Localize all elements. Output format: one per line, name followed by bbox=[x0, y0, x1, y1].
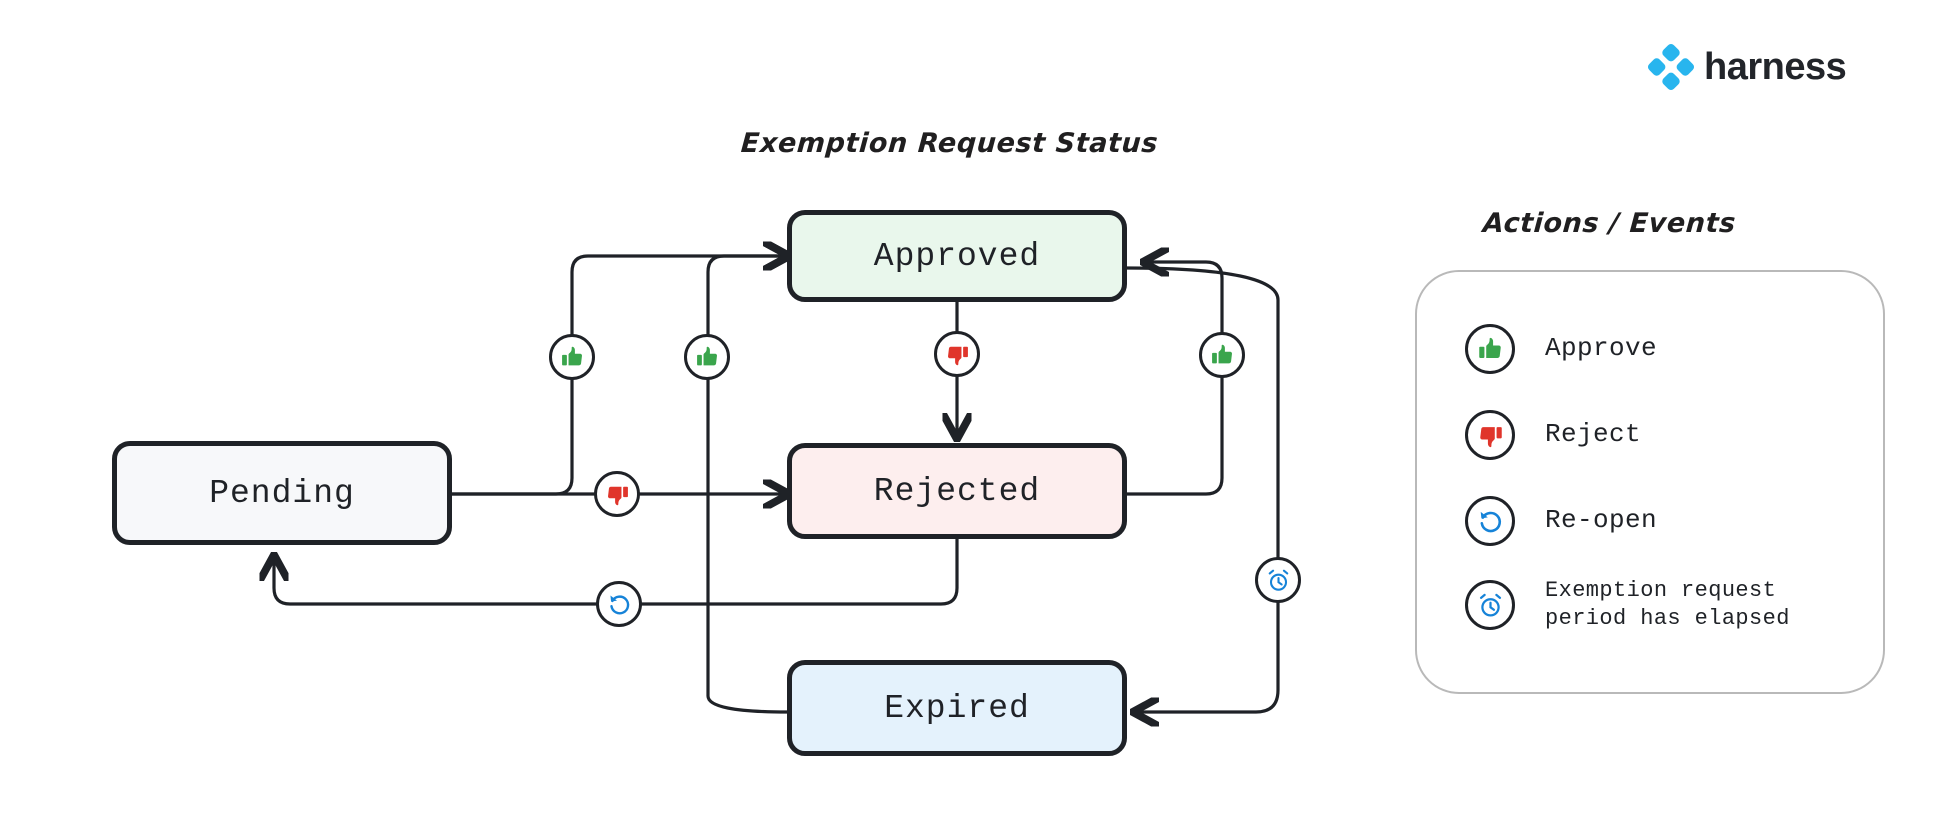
legend-alarm-clock-badge bbox=[1465, 580, 1515, 631]
alarm-clock-icon bbox=[1268, 569, 1288, 591]
legend-panel: Approve Reject Re-open bbox=[1415, 270, 1885, 694]
state-label-expired: Expired bbox=[884, 689, 1030, 727]
thumbs-down-icon bbox=[947, 346, 968, 365]
legend-reopen-badge bbox=[1465, 496, 1515, 546]
edge-icon-approve-pending-approved bbox=[549, 334, 595, 380]
legend-label-elapsed: Exemption request period has elapsed bbox=[1545, 578, 1790, 632]
thumbs-up-icon bbox=[561, 346, 582, 365]
alarm-clock-icon bbox=[1479, 593, 1501, 617]
state-node-rejected[interactable]: Rejected bbox=[787, 443, 1127, 539]
harness-logo: harness bbox=[1648, 44, 1847, 90]
legend-item-elapsed: Exemption request period has elapsed bbox=[1465, 577, 1790, 633]
edge-icon-reject-approved-rejected bbox=[934, 331, 980, 377]
edge-icon-reject-pending-rejected bbox=[594, 471, 640, 517]
legend-item-approve: Approve bbox=[1465, 324, 1657, 374]
legend-thumbs-down-badge bbox=[1465, 410, 1515, 460]
state-node-pending[interactable]: Pending bbox=[112, 441, 452, 545]
edge-pending-approved bbox=[452, 256, 787, 496]
reopen-icon bbox=[609, 594, 629, 614]
legend-item-reject: Reject bbox=[1465, 410, 1641, 460]
legend-label-reject: Reject bbox=[1545, 419, 1642, 450]
state-label-pending: Pending bbox=[209, 474, 355, 512]
edge-icon-elapsed-approved-expired bbox=[1255, 557, 1301, 603]
legend-label-reopen: Re-open bbox=[1545, 505, 1658, 536]
state-node-approved[interactable]: Approved bbox=[787, 210, 1127, 302]
harness-diamond-logo-icon bbox=[1648, 44, 1694, 90]
legend-item-reopen: Re-open bbox=[1465, 496, 1657, 546]
thumbs-up-icon bbox=[1478, 337, 1501, 358]
edge-icon-reopen-rejected-pending bbox=[596, 581, 642, 627]
edge-approved-expired bbox=[1126, 266, 1280, 712]
thumbs-up-icon bbox=[696, 346, 717, 365]
edge-icon-approve-expired-approved bbox=[684, 334, 730, 380]
reopen-icon bbox=[1480, 511, 1501, 532]
state-label-rejected: Rejected bbox=[873, 472, 1041, 510]
state-label-approved: Approved bbox=[873, 237, 1041, 275]
legend-label-approve: Approve bbox=[1545, 333, 1658, 364]
edge-expired-approved bbox=[706, 256, 787, 714]
thumbs-down-icon bbox=[607, 486, 628, 505]
thumbs-up-icon bbox=[1211, 344, 1232, 363]
edge-icon-approve-rejected-approved bbox=[1199, 332, 1245, 378]
edge-rejected-approved bbox=[1127, 262, 1224, 496]
state-node-expired[interactable]: Expired bbox=[787, 660, 1127, 756]
thumbs-down-icon bbox=[1479, 426, 1502, 447]
harness-wordmark: harness bbox=[1704, 46, 1847, 88]
legend-thumbs-up-badge bbox=[1465, 324, 1515, 374]
